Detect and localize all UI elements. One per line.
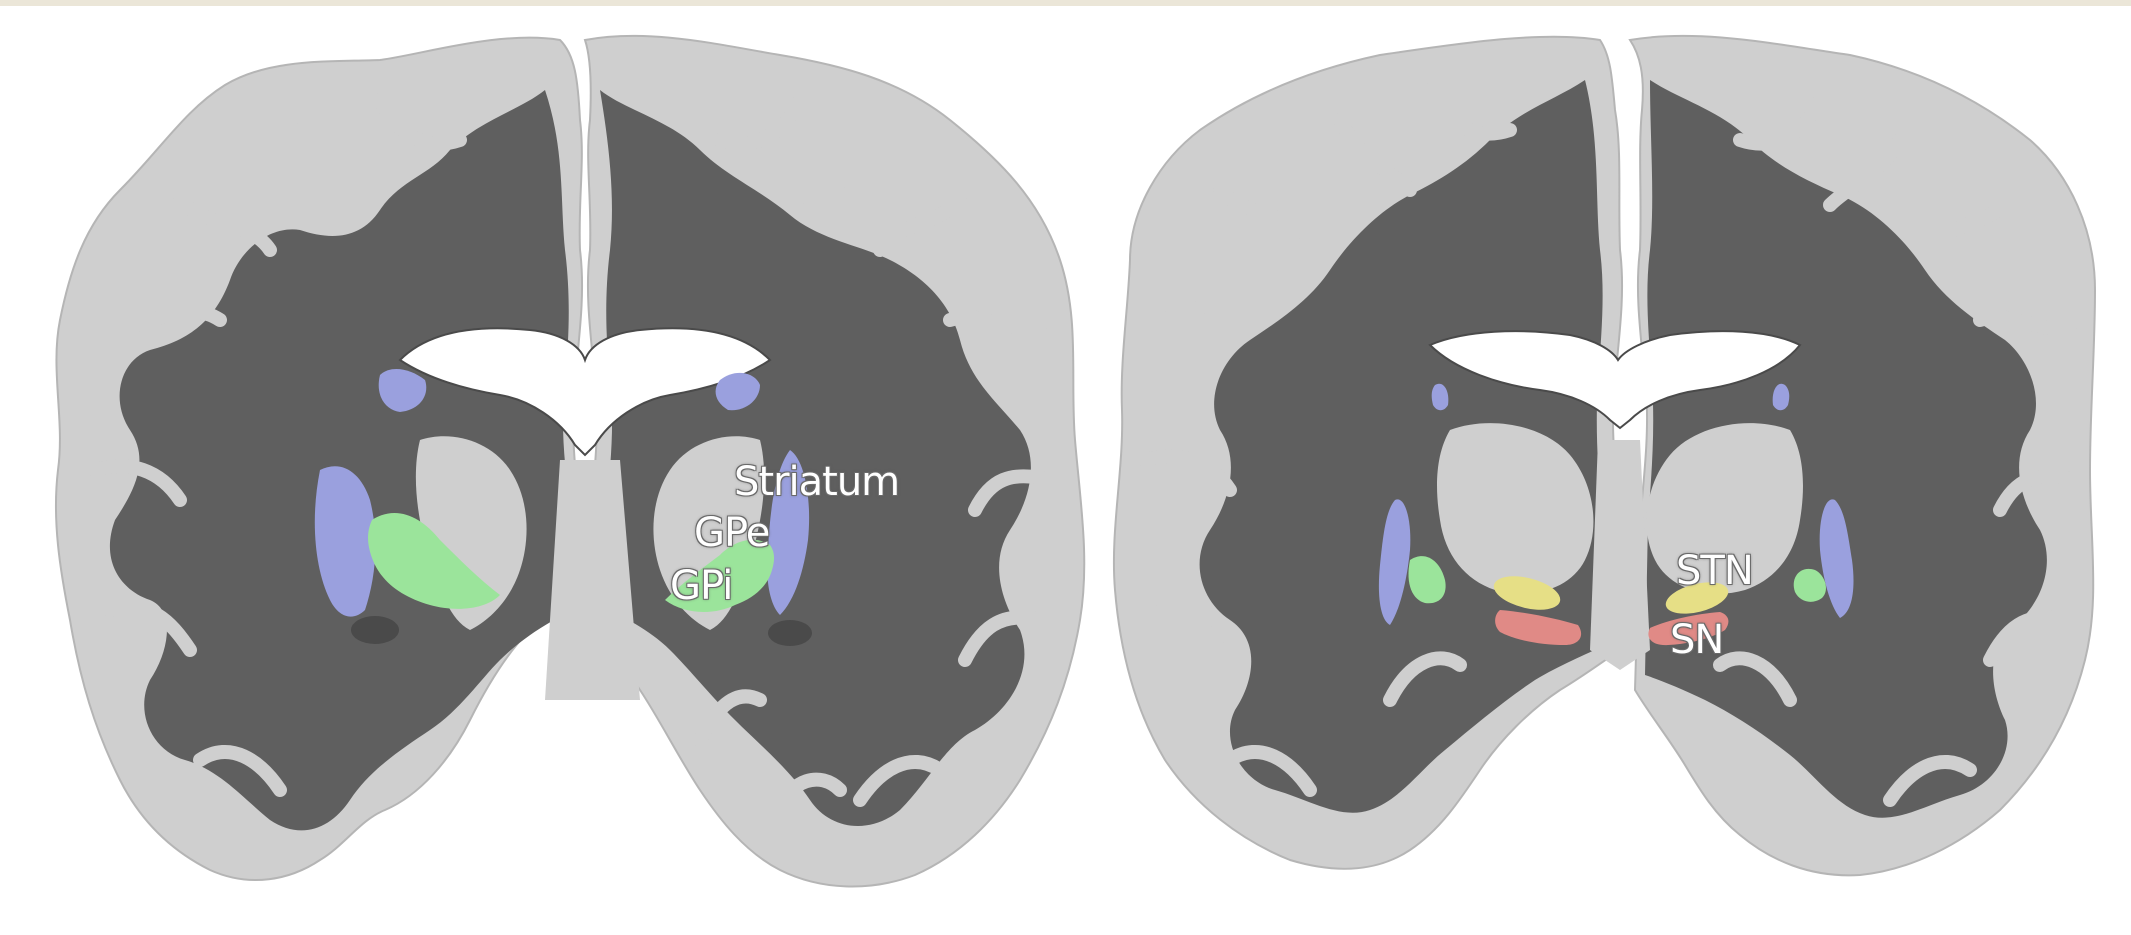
frame-top-border	[0, 0, 2131, 6]
right-section-left-thalamus	[1437, 423, 1594, 594]
striatum-label: Striatum	[734, 459, 900, 505]
left-section-striatum-left	[314, 466, 376, 617]
left-section-dark-nucleus-right	[768, 620, 812, 646]
left-section-midline	[545, 460, 640, 700]
right-section-right-thalamus	[1646, 423, 1803, 594]
right-section-striatum-right	[1819, 499, 1854, 618]
left-section-dark-nucleus-left	[351, 616, 399, 644]
left-section-right-white-matter	[600, 90, 1031, 827]
right-section-midline	[1590, 440, 1650, 670]
right-section-stn-right	[1665, 582, 1729, 614]
left-section-left-white-matter	[109, 90, 576, 831]
gpi-label: GPi	[670, 563, 733, 609]
right-section-striatum-right-top	[1772, 383, 1790, 411]
right-section-striatum-left-top	[1431, 383, 1449, 411]
right-section-sn-left	[1495, 610, 1582, 645]
sn-label: SN	[1670, 617, 1724, 663]
left-section-gp-right	[665, 539, 775, 612]
right-section-striatum-left	[1378, 499, 1411, 625]
left-coronal-section	[54, 34, 1086, 888]
left-section-ventricles	[398, 327, 772, 457]
right-section-ventricles	[1428, 330, 1802, 430]
stn-label: STN	[1676, 548, 1754, 594]
right-section-sn-right	[1648, 612, 1729, 646]
left-section-striatum-right-top	[715, 372, 760, 411]
right-section-gp-left	[1408, 556, 1446, 604]
left-section-gyri	[88, 93, 1057, 817]
right-section-right-white-matter	[1645, 80, 2047, 818]
left-section-striatum-right	[767, 450, 810, 615]
right-section-gp-right	[1793, 568, 1826, 602]
left-section-striatum-left-top	[378, 368, 427, 412]
right-coronal-section	[1112, 34, 2097, 877]
right-section-gyri	[1138, 83, 2082, 807]
right-section-stn-left	[1493, 576, 1561, 610]
gpe-label: GPe	[694, 510, 770, 556]
left-section-gp-left	[368, 512, 500, 609]
